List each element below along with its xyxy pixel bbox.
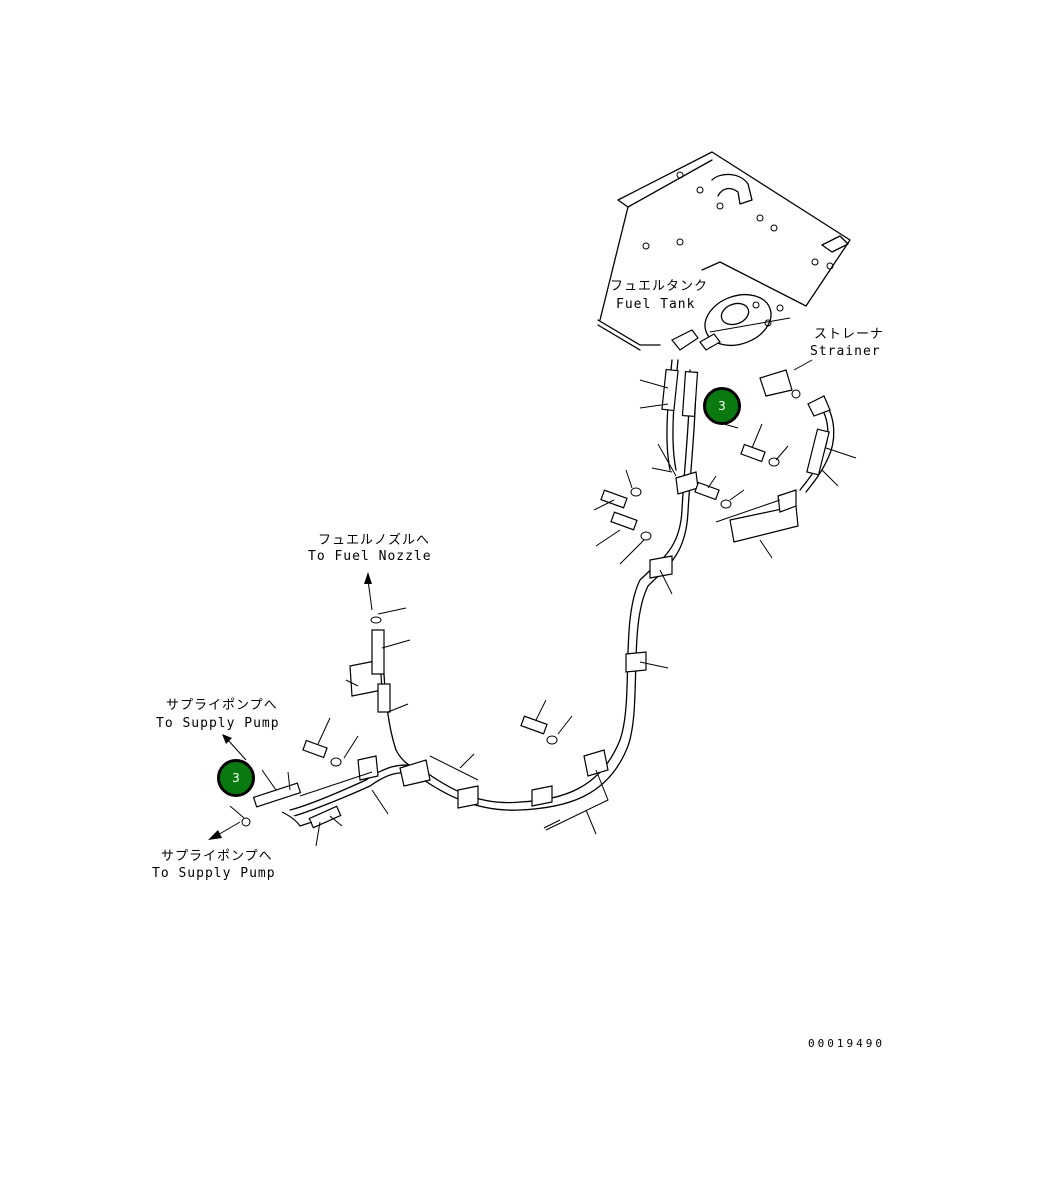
fuel-nozzle-label-jp: フュエルノズルへ bbox=[318, 533, 431, 548]
fuel-tank-drawing bbox=[597, 151, 851, 351]
supply-pump-upper-label-jp: サプライポンプへ bbox=[166, 698, 278, 713]
supply-pump-upper-label-en: To Supply Pump bbox=[156, 716, 280, 731]
strainer-label-en: Strainer bbox=[810, 344, 881, 359]
fittings bbox=[252, 329, 831, 829]
supply-pump-lower-label-jp: サプライポンプへ bbox=[161, 849, 273, 864]
callout-marker[interactable]: 3 bbox=[217, 759, 255, 797]
flow-arrows bbox=[208, 572, 373, 840]
fuel-nozzle-label-en: To Fuel Nozzle bbox=[308, 549, 432, 564]
clamps bbox=[349, 471, 799, 809]
fuel-tank-label-jp: フュエルタンク bbox=[610, 279, 709, 294]
supply-pump-lower-label-en: To Supply Pump bbox=[152, 866, 276, 881]
bolts-and-washers bbox=[241, 389, 801, 827]
leader-lines bbox=[229, 317, 857, 847]
strainer-label-jp: ストレーナ bbox=[814, 327, 885, 342]
callout-marker[interactable]: 3 bbox=[703, 387, 741, 425]
drawing-number: 00019490 bbox=[808, 1037, 885, 1050]
fuel-pipe-route bbox=[289, 359, 835, 817]
fuel-tank-label-en: Fuel Tank bbox=[616, 297, 696, 312]
